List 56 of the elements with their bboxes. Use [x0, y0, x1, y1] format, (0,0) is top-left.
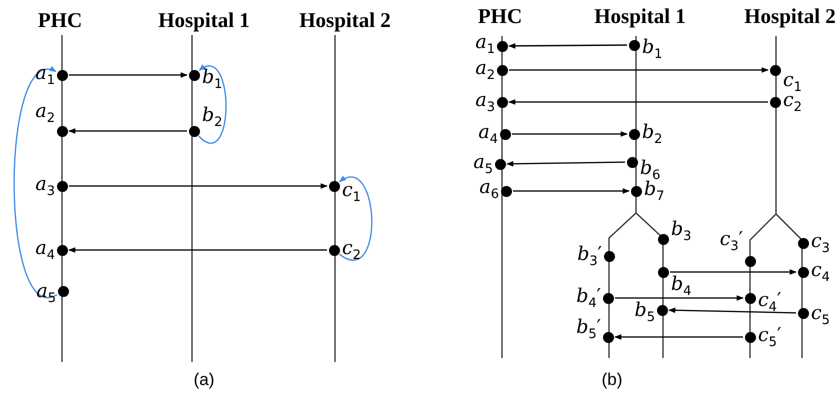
- event-label: c$_{2}$: [342, 238, 361, 262]
- event-label: b$_{4}$′: [576, 286, 601, 310]
- panel-caption: (b): [602, 370, 622, 390]
- arrow: [506, 161, 626, 167]
- arrow: [668, 307, 796, 314]
- curved-arrow: [198, 65, 227, 144]
- lifeline-header: Hospital 2: [299, 8, 391, 33]
- event-label: a$_{1}$: [475, 32, 495, 56]
- event-label: b$_{7}$: [644, 180, 664, 202]
- event-label: b$_{2}$: [202, 106, 222, 128]
- event-label: b$_{4}$: [671, 274, 692, 298]
- event-label: a$_{2}$: [35, 102, 55, 124]
- lifeline-header: PHC: [478, 4, 522, 29]
- arrow: [508, 43, 627, 49]
- event-label: a$_{5}$: [473, 152, 493, 176]
- arrow: [68, 128, 187, 134]
- event-label: a$_{4}$: [35, 238, 55, 262]
- event-label: a$_{3}$: [35, 174, 55, 198]
- event-label: b$_{5}$′: [576, 318, 601, 340]
- lifeline-header: Hospital 1: [158, 8, 250, 33]
- arrow: [509, 67, 769, 73]
- event-label: c$_{5}$′: [758, 326, 782, 348]
- arrow: [508, 99, 768, 105]
- event-label: c$_{1}$: [783, 70, 802, 94]
- event-label: c$_{3}$: [811, 232, 830, 254]
- arrow: [614, 334, 743, 340]
- arrow: [512, 131, 628, 137]
- lifeline-header: PHC: [38, 8, 82, 33]
- curved-arrow: [14, 68, 58, 298]
- event-label: b$_{3}$′: [577, 244, 602, 268]
- event-label: c$_{3}$′: [720, 230, 743, 252]
- arrow: [69, 72, 188, 78]
- lifeline-header: Hospital 1: [594, 4, 686, 29]
- event-label: b$_{3}$: [671, 220, 692, 242]
- arrow: [513, 188, 630, 194]
- event-label: a$_{2}$: [475, 58, 495, 82]
- event-label: c$_{4}$′: [758, 290, 782, 314]
- event-label: c$_{1}$: [342, 180, 361, 204]
- event-label: b$_{1}$: [202, 68, 222, 90]
- arrow: [68, 247, 327, 253]
- event-label: b$_{1}$: [642, 38, 662, 60]
- event-label: c$_{2}$: [783, 90, 802, 114]
- event-label: a$_{3}$: [475, 90, 495, 114]
- event-label: b$_{6}$: [640, 158, 660, 182]
- lifeline-header: Hospital 2: [744, 4, 836, 29]
- event-label: c$_{4}$: [811, 260, 830, 284]
- event-label: c$_{5}$: [811, 304, 830, 326]
- arrow: [615, 295, 744, 301]
- arrow: [670, 269, 797, 275]
- event-label: b$_{5}$: [634, 300, 655, 324]
- event-label: b$_{2}$: [642, 122, 662, 146]
- event-label: a$_{4}$: [478, 122, 498, 146]
- panel-caption: (a): [194, 370, 214, 390]
- event-label: a$_{6}$: [479, 178, 499, 200]
- arrow: [69, 183, 328, 189]
- curved-arrow: [338, 176, 372, 260]
